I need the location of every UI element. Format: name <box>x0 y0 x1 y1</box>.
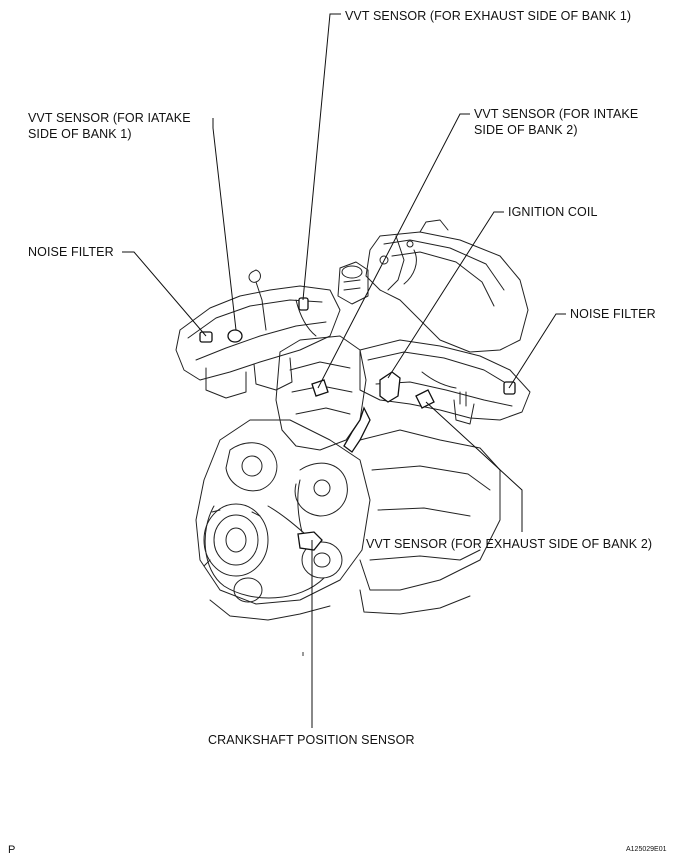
label-vvt-intake-bank2-line2: SIDE OF BANK 2) <box>474 123 578 137</box>
engine-outline <box>175 219 531 621</box>
vvt-exhaust-bank2-part <box>415 389 435 409</box>
leader-ignition-coil <box>387 211 504 379</box>
leader-vvt-intake-bank1 <box>212 118 237 331</box>
label-vvt-exhaust-bank1: VVT SENSOR (FOR EXHAUST SIDE OF BANK 1) <box>345 9 632 23</box>
label-vvt-intake-bank1-line2: SIDE OF BANK 1) <box>28 127 132 141</box>
noise-filter-left-part <box>199 331 213 343</box>
label-vvt-intake-bank1-line1: VVT SENSOR (FOR IATAKE <box>28 111 191 125</box>
label-crankshaft-position: CRANKSHAFT POSITION SENSOR <box>208 733 415 747</box>
leader-vvt-exhaust-bank2 <box>425 401 523 532</box>
leader-lines <box>122 13 566 728</box>
page-letter: P <box>8 844 16 856</box>
leader-vvt-exhaust-bank1 <box>302 13 341 301</box>
vvt-intake-bank2-part <box>311 379 329 397</box>
ignition-coil-part <box>379 371 401 403</box>
crankshaft-sensor-part <box>297 531 323 551</box>
label-vvt-intake-bank2-line1: VVT SENSOR (FOR INTAKE <box>474 107 639 121</box>
label-noise-filter-left: NOISE FILTER <box>28 245 114 259</box>
components <box>199 297 516 551</box>
label-vvt-exhaust-bank2: VVT SENSOR (FOR EXHAUST SIDE OF BANK 2) <box>366 537 653 551</box>
leader-noise-filter-left <box>122 251 207 337</box>
leader-noise-filter-right <box>508 313 566 389</box>
ignition-coil-boot <box>343 406 371 453</box>
label-noise-filter-right: NOISE FILTER <box>570 307 656 321</box>
vvt-intake-bank1-part <box>227 329 243 343</box>
label-ignition-coil: IGNITION COIL <box>508 205 598 219</box>
figure-code: A125029E01 <box>626 846 667 853</box>
leader-vvt-intake-bank2 <box>317 113 470 389</box>
